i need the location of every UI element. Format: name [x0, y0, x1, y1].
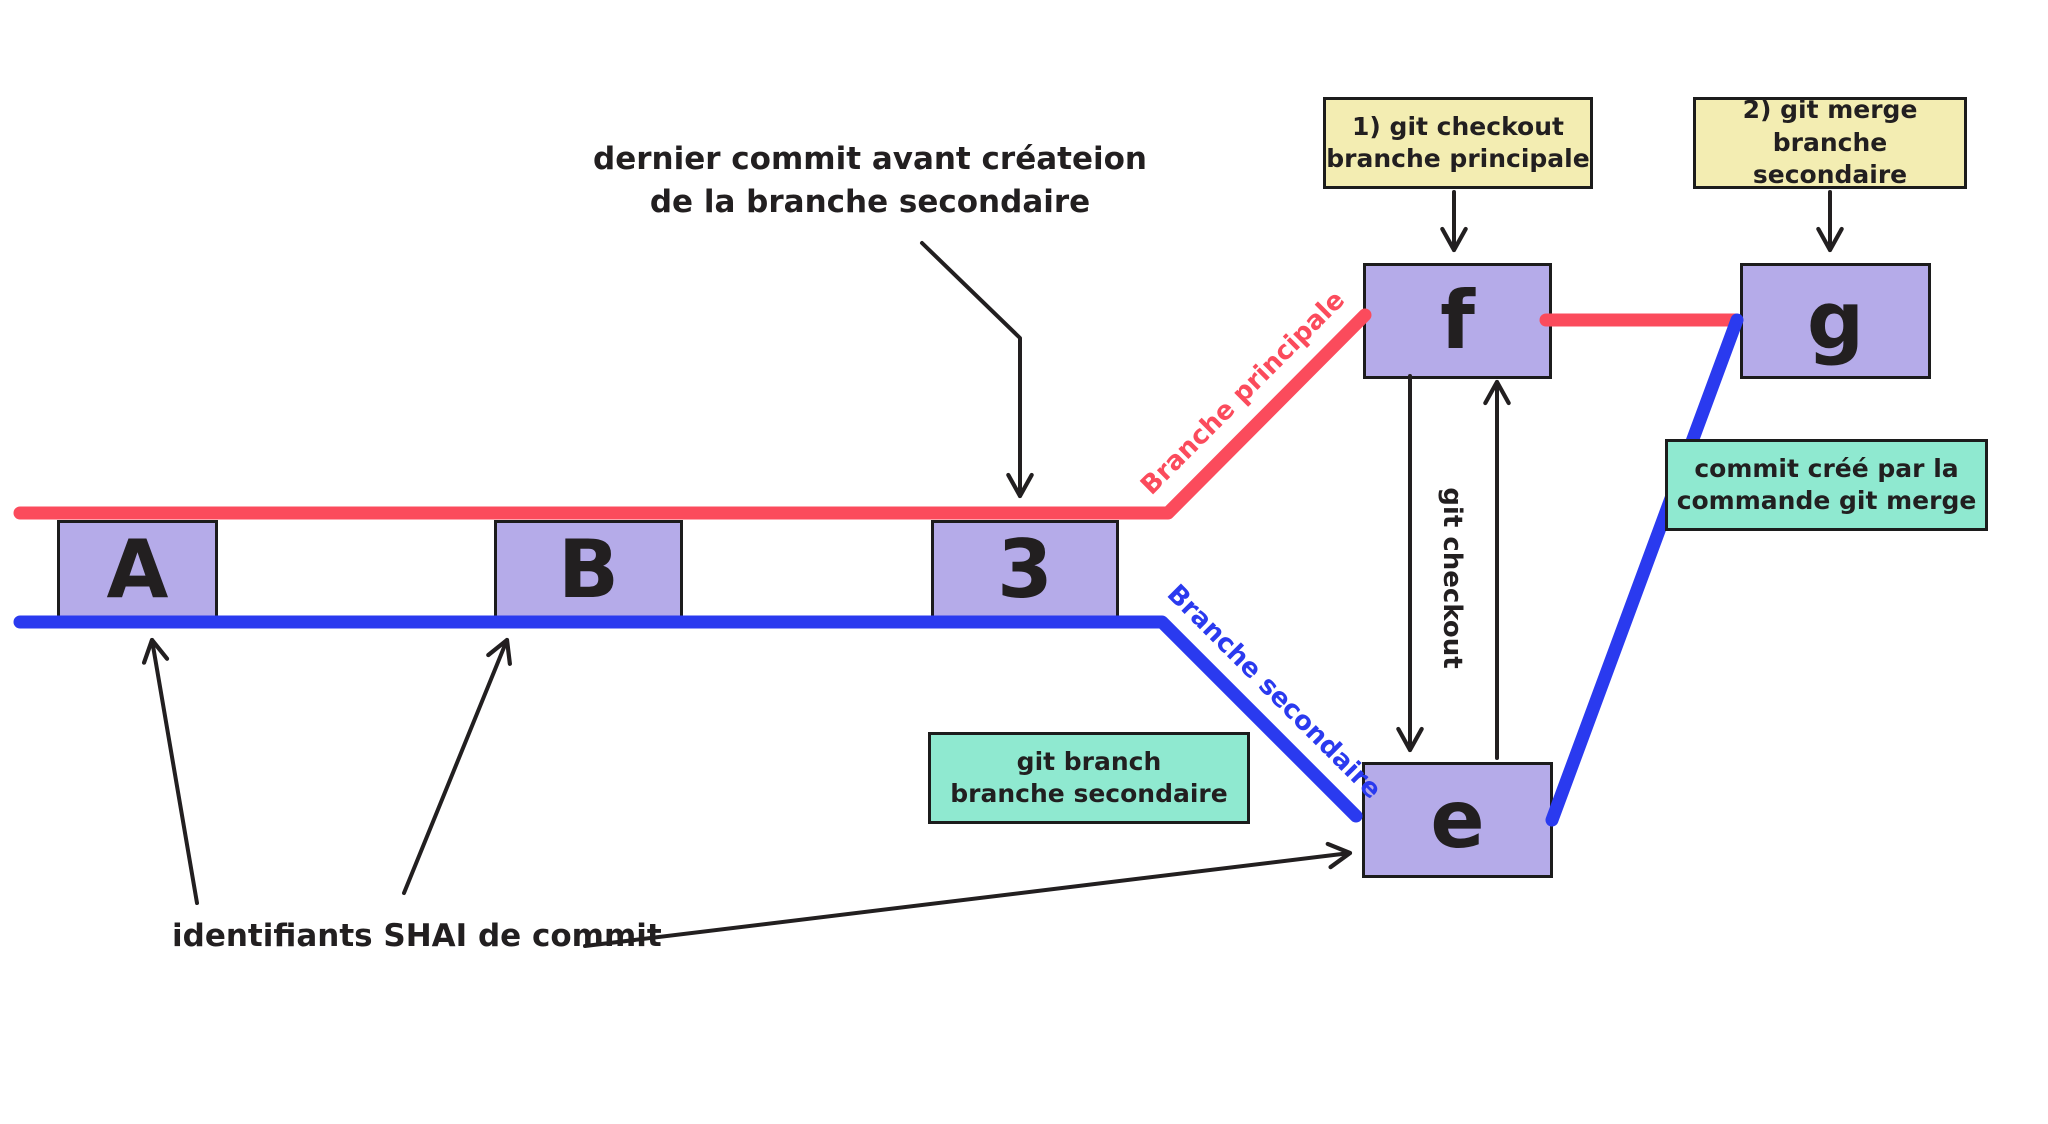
callout-git-branch: git branch branche secondaire	[928, 732, 1250, 824]
commit-label-f: f	[1440, 274, 1475, 367]
sha-arrow-to-e	[583, 841, 1353, 948]
commit-node-a: A	[57, 520, 218, 620]
secondary-branch-line-e-to-g	[1545, 313, 1744, 827]
callout-checkout-main: 1) git checkout branche principale	[1323, 97, 1593, 189]
callout-merge-commit: commit créé par la commande git merge	[1665, 439, 1988, 531]
commit-label-e: e	[1430, 773, 1485, 866]
sha-arrow-to-b	[402, 637, 512, 895]
commit-node-3: 3	[931, 520, 1119, 620]
sha-arrow-to-a	[141, 637, 199, 905]
callout-merge-secondary: 2) git merge branche secondaire	[1693, 95, 1967, 190]
commit-label-b: B	[558, 523, 619, 616]
sha-identifiers-label: identifiants SHAI de commit	[172, 918, 662, 954]
diagram-title: dernier commit avant créateion de la bra…	[593, 141, 1147, 220]
callout-git-branch-text: git branch branche secondaire	[950, 746, 1228, 809]
commit-label-3: 3	[997, 523, 1053, 616]
git-checkout-label: git checkout	[1437, 487, 1467, 669]
commit-node-b: B	[494, 520, 683, 620]
title-annotation-arrow	[920, 241, 1034, 499]
callout-merge-commit-text: commit créé par la commande git merge	[1676, 453, 1977, 516]
commit-node-e: e	[1362, 762, 1553, 878]
callout-checkout-main-text: 1) git checkout branche principale	[1326, 111, 1590, 174]
commit-node-f: f	[1363, 263, 1552, 379]
callout-merge-secondary-text: 2) git merge branche secondaire	[1742, 95, 1918, 190]
commit-node-g: g	[1740, 263, 1931, 379]
commit-label-g: g	[1806, 274, 1865, 367]
commit-label-a: A	[106, 523, 169, 616]
main-branch-label: Branche principale	[1135, 285, 1351, 501]
